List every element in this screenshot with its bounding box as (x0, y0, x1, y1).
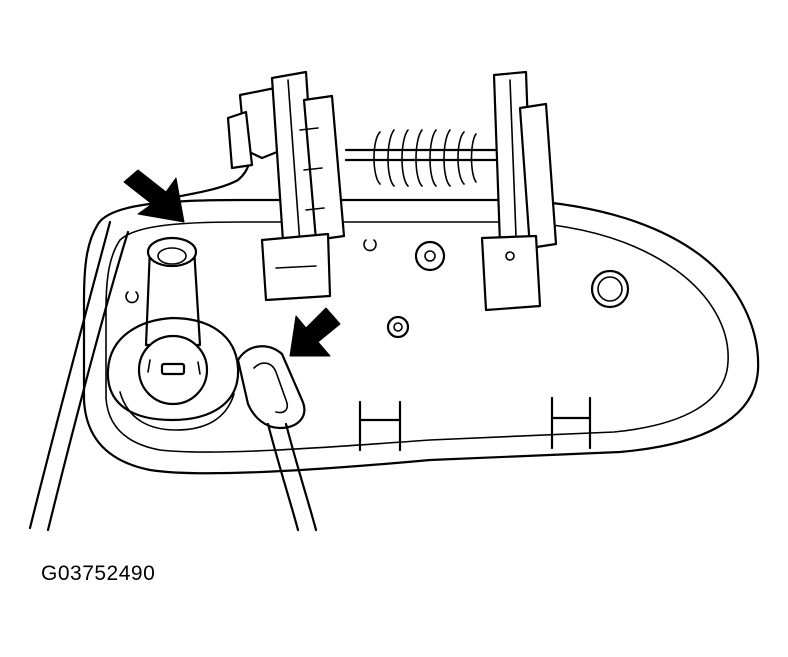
fasteners (125, 239, 630, 339)
right-bracket (480, 70, 558, 312)
return-spring (344, 129, 502, 187)
release-cable (28, 220, 130, 532)
lever-mechanism (226, 70, 346, 302)
mounting-tabs (358, 396, 592, 452)
figure-id-label: G03752490 (41, 562, 156, 585)
arrow-down-left-icon (289, 307, 341, 357)
lock-rod (236, 345, 318, 532)
arrow-down-right-icon (123, 169, 185, 223)
lock-cylinder (106, 236, 240, 431)
